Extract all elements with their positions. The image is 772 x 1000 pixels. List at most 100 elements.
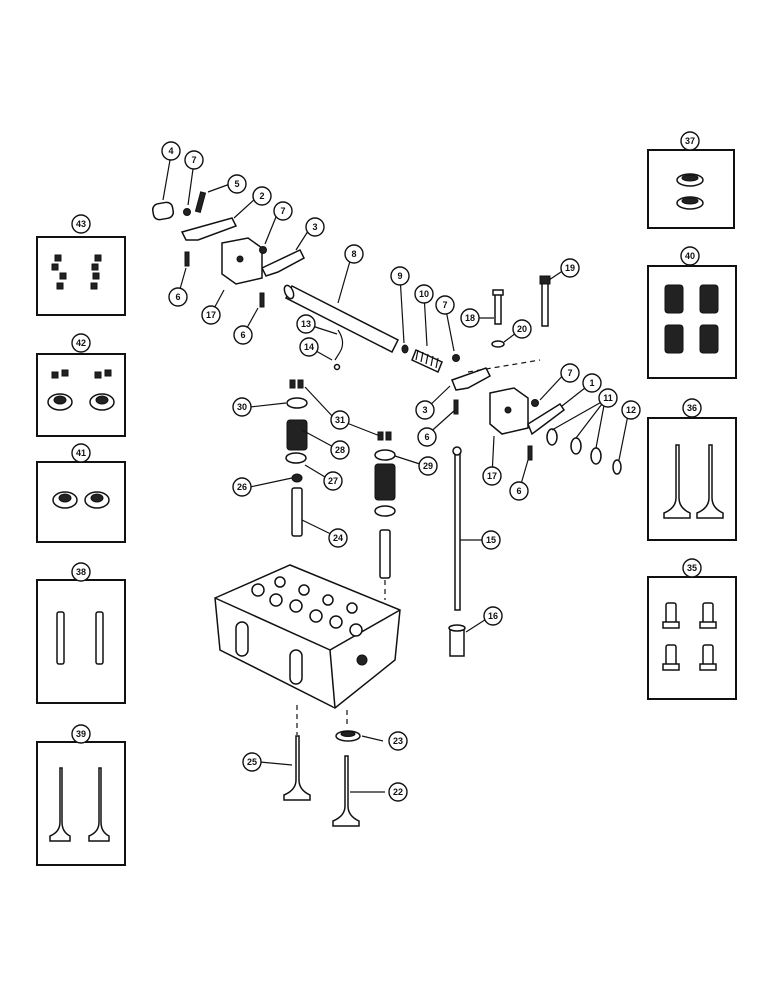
- svg-text:4: 4: [168, 146, 173, 156]
- callout-24: 24: [328, 528, 348, 548]
- callout-12: 12: [621, 400, 641, 420]
- svg-text:37: 37: [685, 136, 695, 146]
- callout-25: 25: [242, 752, 262, 772]
- valve-keepers-31b: [377, 431, 392, 441]
- callout-8: 8: [344, 244, 364, 264]
- svg-text:2: 2: [259, 191, 264, 201]
- pin-6a: [184, 251, 190, 267]
- kit-box-36: [647, 417, 737, 541]
- valve-seat-insert: [335, 730, 361, 742]
- svg-text:25: 25: [247, 757, 257, 767]
- callout-7-b: 7: [273, 201, 293, 221]
- svg-text:36: 36: [687, 403, 697, 413]
- svg-text:40: 40: [685, 251, 695, 261]
- rocker-arm-left: [180, 217, 238, 241]
- callout-23: 23: [388, 731, 408, 751]
- svg-text:1: 1: [589, 378, 594, 388]
- callout-38: 38: [71, 562, 91, 582]
- adjusting-screw: [194, 191, 207, 214]
- svg-text:12: 12: [626, 405, 636, 415]
- svg-text:31: 31: [335, 415, 345, 425]
- washer-11c: [590, 447, 602, 465]
- svg-text:6: 6: [240, 330, 245, 340]
- callout-35: 35: [682, 558, 702, 578]
- nut-7b: [259, 246, 267, 254]
- spring-seat-27b: [374, 505, 396, 517]
- washer-11a: [546, 428, 558, 446]
- svg-text:6: 6: [516, 486, 521, 496]
- push-rod: [452, 446, 462, 611]
- svg-text:7: 7: [567, 368, 572, 378]
- callout-22: 22: [388, 782, 408, 802]
- svg-text:7: 7: [280, 206, 285, 216]
- callout-17-b: 17: [482, 466, 502, 486]
- svg-text:27: 27: [328, 476, 338, 486]
- callout-6-c: 6: [417, 427, 437, 447]
- callout-18: 18: [460, 308, 480, 328]
- svg-text:18: 18: [465, 313, 475, 323]
- callout-13: 13: [296, 314, 316, 334]
- callout-37: 37: [680, 131, 700, 151]
- callout-20: 20: [512, 319, 532, 339]
- callout-1: 1: [582, 373, 602, 393]
- callout-5: 5: [227, 174, 247, 194]
- svg-text:24: 24: [333, 533, 343, 543]
- svg-text:42: 42: [76, 338, 86, 348]
- callout-28: 28: [330, 440, 350, 460]
- svg-text:17: 17: [487, 471, 497, 481]
- svg-text:19: 19: [565, 263, 575, 273]
- kit-box-35: [647, 576, 737, 700]
- callout-31: 31: [330, 410, 350, 430]
- callout-15: 15: [481, 530, 501, 550]
- tappet: [448, 624, 466, 657]
- callout-9: 9: [390, 266, 410, 286]
- valve-seal-26: [291, 473, 303, 483]
- valve-guide-24a: [291, 487, 303, 537]
- svg-text:16: 16: [488, 611, 498, 621]
- svg-text:35: 35: [687, 563, 697, 573]
- svg-text:17: 17: [206, 310, 216, 320]
- rocker-shaft: [283, 284, 400, 354]
- nut-7a: [183, 208, 191, 216]
- kit-box-42: [36, 353, 126, 437]
- svg-text:39: 39: [76, 729, 86, 739]
- svg-text:6: 6: [424, 432, 429, 442]
- svg-text:11: 11: [603, 393, 613, 403]
- callout-26: 26: [232, 477, 252, 497]
- kit-box-39: [36, 741, 126, 866]
- callout-16: 16: [483, 606, 503, 626]
- valve-keepers-31a: [289, 379, 304, 389]
- alignment-line-pushrod: [467, 359, 541, 373]
- snap-ring-12: [612, 459, 622, 475]
- svg-text:38: 38: [76, 567, 86, 577]
- kit-box-41: [36, 461, 126, 543]
- svg-text:7: 7: [442, 300, 447, 310]
- svg-text:26: 26: [237, 482, 247, 492]
- svg-text:3: 3: [422, 405, 427, 415]
- kit-box-38: [36, 579, 126, 704]
- kit-box-40: [647, 265, 737, 379]
- callout-7-a: 7: [184, 150, 204, 170]
- callout-7-c: 7: [435, 295, 455, 315]
- callout-14: 14: [299, 337, 319, 357]
- callout-4: 4: [161, 141, 181, 161]
- svg-text:30: 30: [237, 402, 247, 412]
- rocker-arm-right-1: [527, 402, 566, 436]
- spring-retainer-29: [374, 449, 396, 461]
- washer-20: [491, 340, 505, 348]
- bolt-18: [492, 289, 504, 325]
- callout-30: 30: [232, 397, 252, 417]
- callout-11: 11: [598, 388, 618, 408]
- svg-text:14: 14: [304, 342, 314, 352]
- callout-3-b: 3: [415, 400, 435, 420]
- washer-14: [333, 363, 341, 371]
- spring-seat-27a: [285, 452, 307, 464]
- callout-41: 41: [71, 443, 91, 463]
- svg-text:6: 6: [175, 292, 180, 302]
- nut-7c: [452, 354, 460, 362]
- svg-text:41: 41: [76, 448, 86, 458]
- callout-7-d: 7: [560, 363, 580, 383]
- callout-39: 39: [71, 724, 91, 744]
- callout-17-a: 17: [201, 305, 221, 325]
